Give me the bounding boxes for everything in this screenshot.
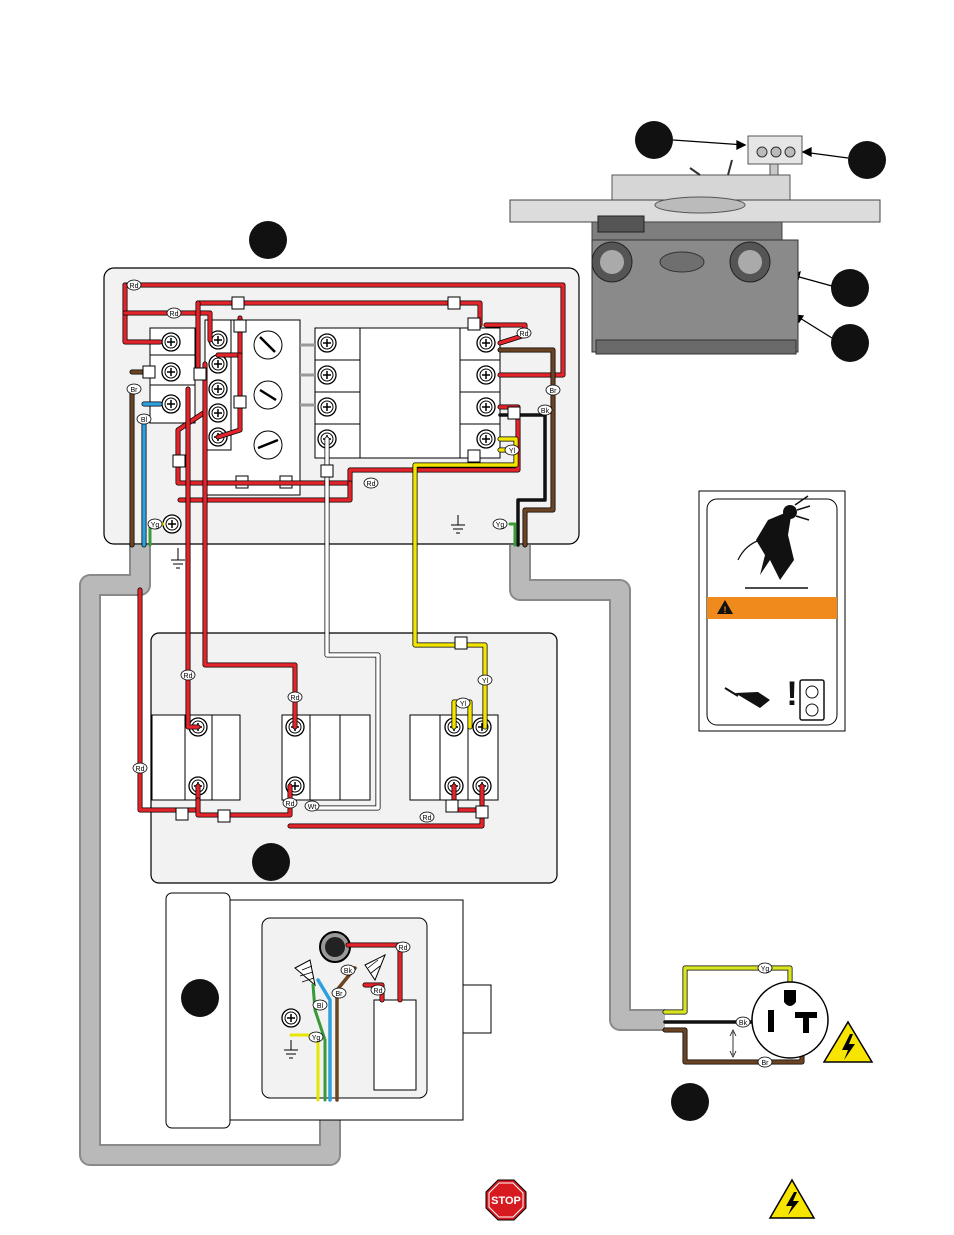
svg-text:Rd: Rd bbox=[136, 766, 145, 773]
exclamation-icon: ! bbox=[786, 675, 797, 713]
svg-text:Bk: Bk bbox=[344, 968, 353, 975]
wire-label-ground: Yg bbox=[309, 1032, 323, 1042]
svg-text:Rd: Rd bbox=[374, 988, 383, 995]
svg-text:Yl: Yl bbox=[509, 448, 516, 455]
svg-text:Rd: Rd bbox=[399, 945, 408, 952]
callout-marker bbox=[831, 269, 869, 307]
high-voltage-icon bbox=[770, 1180, 814, 1218]
svg-text:Rd: Rd bbox=[423, 815, 432, 822]
svg-text:Br: Br bbox=[550, 388, 558, 395]
callout-marker bbox=[671, 1083, 709, 1121]
svg-text:Bl: Bl bbox=[141, 417, 148, 424]
wire-label-red: Rd bbox=[133, 763, 147, 773]
wire-label-ground: Yg bbox=[148, 519, 162, 529]
svg-text:Yg: Yg bbox=[151, 522, 160, 529]
svg-text:Rd: Rd bbox=[184, 673, 193, 680]
wire-label-ground: Yg bbox=[758, 963, 772, 973]
callout-marker bbox=[635, 121, 673, 159]
wire-label-red: Rd bbox=[420, 812, 434, 822]
svg-text:Br: Br bbox=[131, 387, 139, 394]
callout-marker bbox=[181, 979, 219, 1017]
svg-text:STOP: STOP bbox=[491, 1195, 521, 1207]
svg-text:Yg: Yg bbox=[496, 522, 505, 529]
svg-text:Br: Br bbox=[762, 1060, 770, 1067]
svg-text:Br: Br bbox=[336, 991, 344, 998]
svg-text:Yg: Yg bbox=[312, 1035, 321, 1042]
wire-label-red: Rd bbox=[371, 985, 385, 995]
svg-text:Rd: Rd bbox=[286, 801, 295, 808]
svg-text:Rd: Rd bbox=[170, 311, 179, 318]
wire-label-red: Rd bbox=[396, 942, 410, 952]
wire-label-yellow: Yl bbox=[478, 675, 492, 685]
warning-label: ! ! bbox=[699, 491, 845, 731]
svg-text:!: ! bbox=[724, 605, 727, 615]
wire-label-red: Rd bbox=[283, 798, 297, 808]
svg-text:Wt: Wt bbox=[308, 804, 317, 811]
wire-label-blue: Bl bbox=[137, 414, 151, 424]
wire-label-blue: Bl bbox=[313, 1000, 327, 1010]
wire-label-white: Wt bbox=[305, 801, 319, 811]
svg-text:Rd: Rd bbox=[130, 283, 139, 290]
callout-marker bbox=[848, 141, 886, 179]
wire-label-yellow: Yl bbox=[456, 698, 470, 708]
callout-marker bbox=[831, 324, 869, 362]
wire-label-red: Rd bbox=[127, 280, 141, 290]
wire-label-red: Rd bbox=[181, 670, 195, 680]
wire-label-red: Rd bbox=[167, 308, 181, 318]
svg-text:Rd: Rd bbox=[291, 695, 300, 702]
svg-text:Yl: Yl bbox=[460, 701, 467, 708]
svg-text:Rd: Rd bbox=[367, 481, 376, 488]
svg-text:Bk: Bk bbox=[739, 1020, 748, 1027]
svg-text:Rd: Rd bbox=[520, 331, 529, 338]
wire-label-black: Bk bbox=[341, 965, 355, 975]
wire-label-yellow: Yl bbox=[505, 445, 519, 455]
stop-sign-icon: STOP bbox=[486, 1180, 526, 1220]
svg-text:Bl: Bl bbox=[317, 1003, 324, 1010]
overload-relay bbox=[205, 320, 300, 495]
wire-label-red: Rd bbox=[517, 328, 531, 338]
wire-label-ground: Yg bbox=[493, 519, 507, 529]
wire-label-red: Rd bbox=[288, 692, 302, 702]
outlet-icon bbox=[800, 680, 824, 720]
wire-label-brown: Br bbox=[332, 988, 346, 998]
callout-marker bbox=[249, 221, 287, 259]
callout-marker bbox=[252, 843, 290, 881]
high-voltage-icon bbox=[824, 1022, 872, 1062]
wire-label-black: Bk bbox=[736, 1017, 750, 1027]
wire-label-red: Rd bbox=[364, 478, 378, 488]
svg-text:Bk: Bk bbox=[541, 408, 550, 415]
wire-label-brown: Br bbox=[127, 384, 141, 394]
wire-label-brown: Br bbox=[546, 385, 560, 395]
capacitor bbox=[374, 1000, 416, 1090]
svg-text:Yg: Yg bbox=[761, 966, 770, 973]
svg-text:Yl: Yl bbox=[482, 678, 489, 685]
contactor bbox=[300, 328, 500, 458]
wire-label-black: Bk bbox=[538, 405, 552, 415]
wire-label-brown: Br bbox=[758, 1057, 772, 1067]
